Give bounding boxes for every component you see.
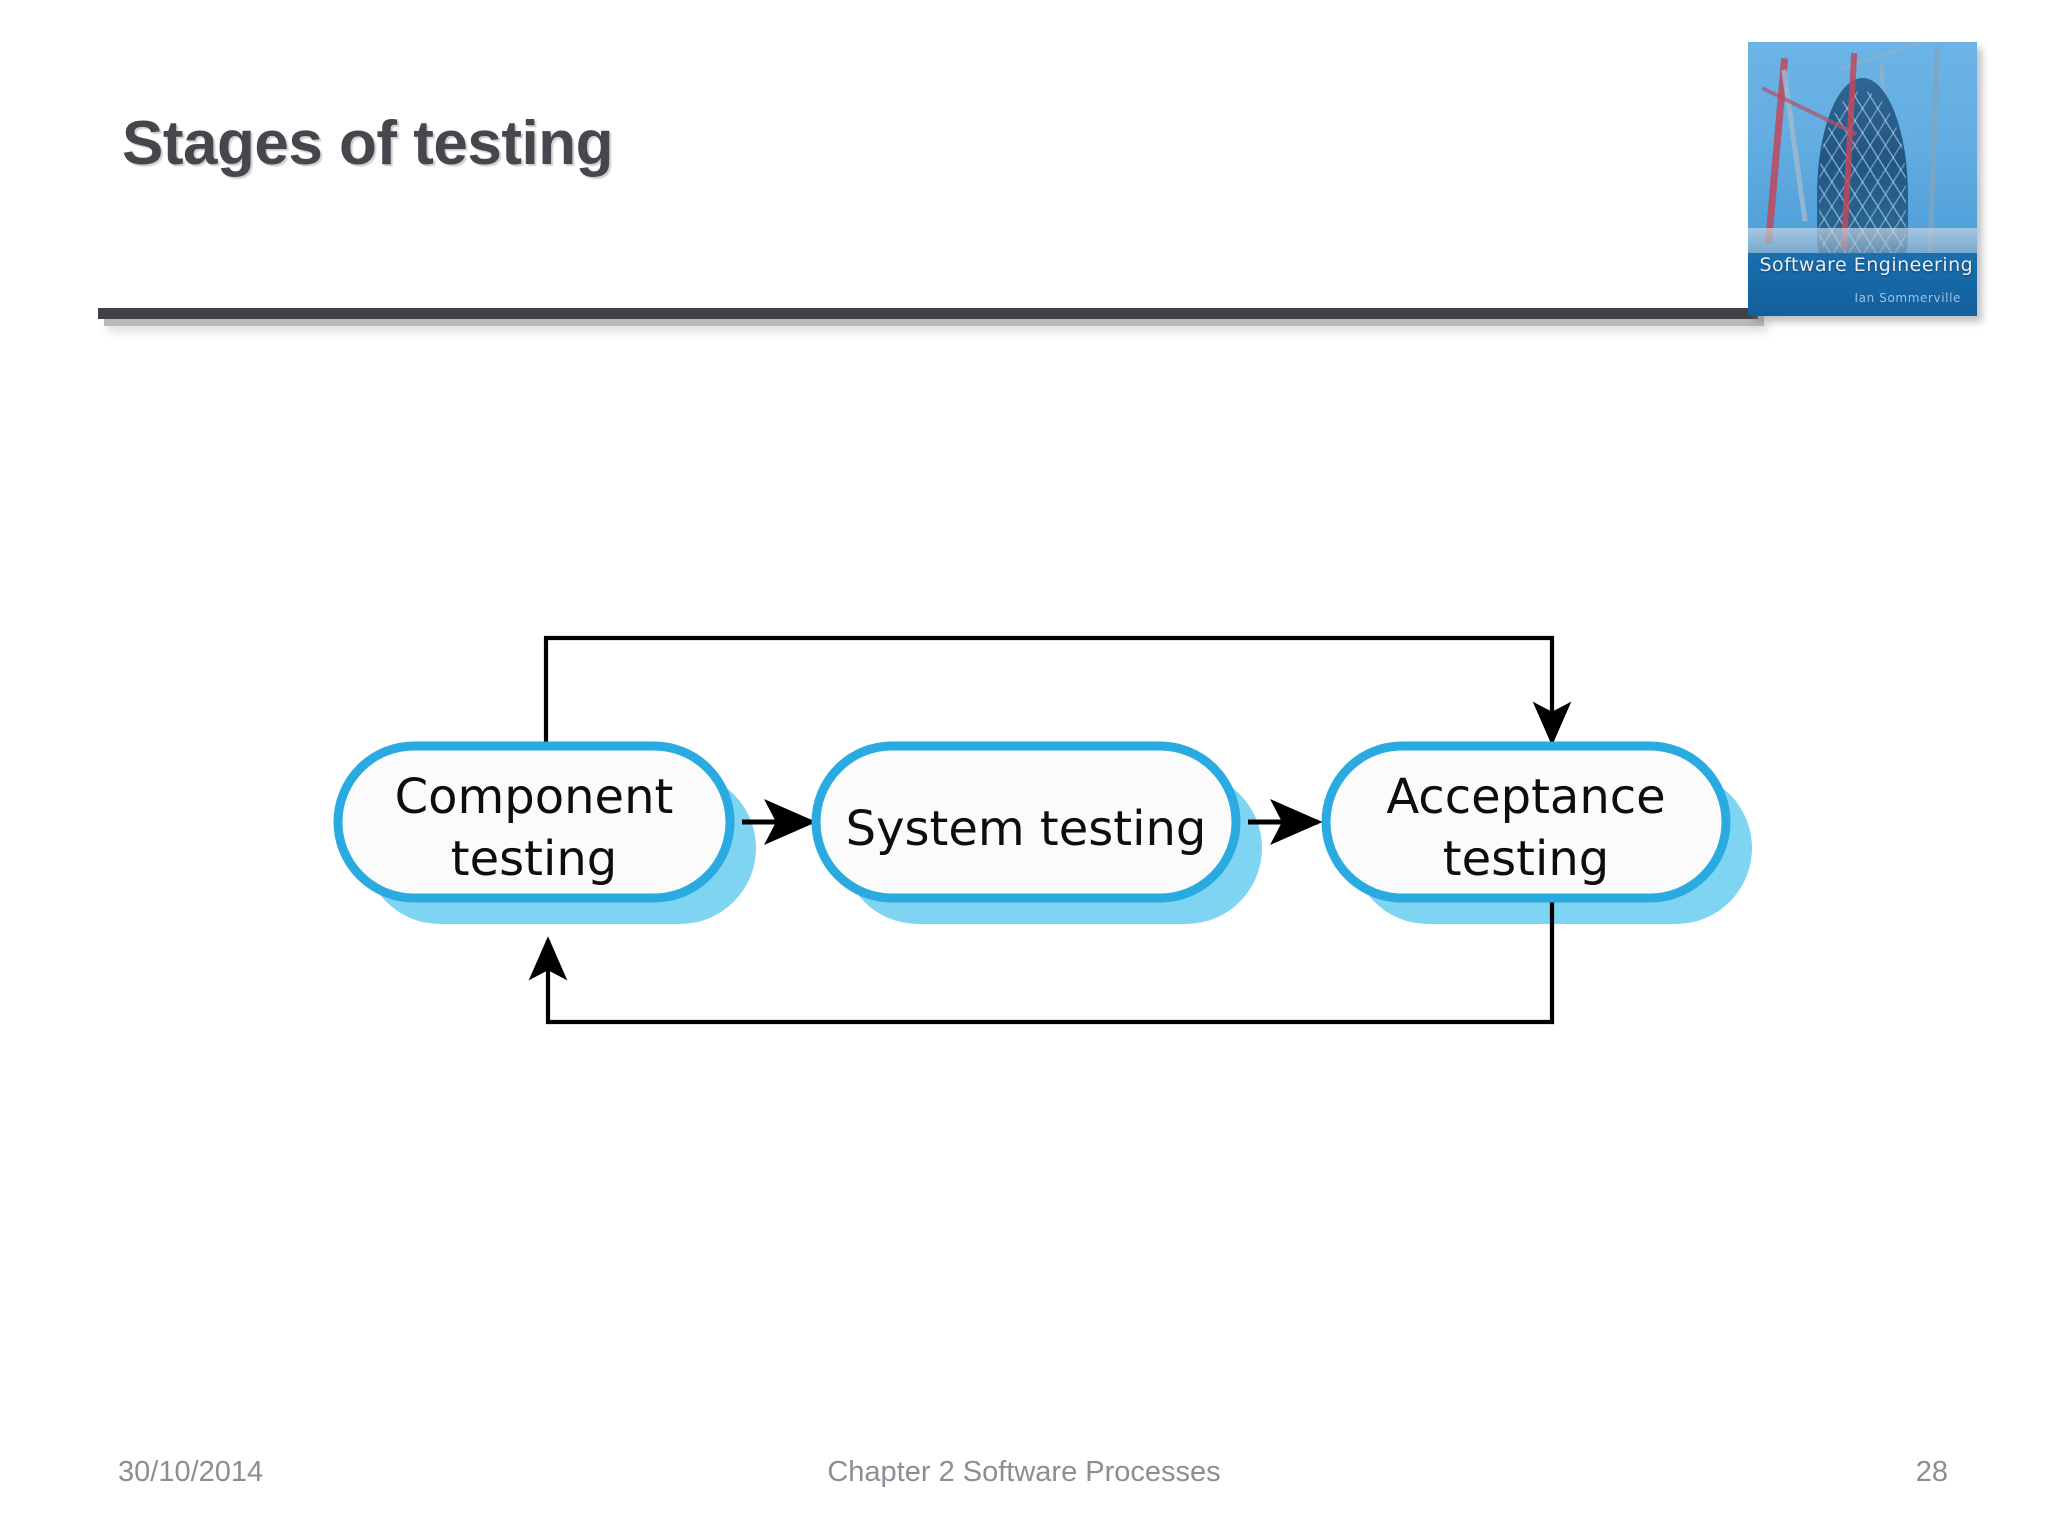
page-title: Stages of testing [122, 109, 614, 178]
footer-date: 30/10/2014 [118, 1456, 264, 1488]
node-acceptance-testing: Acceptance testing [1321, 741, 1731, 903]
node-component-line2: testing [451, 831, 617, 887]
title-divider [98, 308, 1758, 319]
node-component-line1: Component [395, 769, 674, 825]
node-acceptance-line2: testing [1443, 831, 1609, 887]
book-cover-author: Ian Sommerville [1854, 291, 1961, 306]
edge-feedback-top [543, 635, 1572, 830]
book-cover-band [1748, 252, 1977, 316]
footer-chapter-label: Chapter 2 Software Processes [827, 1456, 1221, 1488]
node-shadows [364, 772, 1752, 924]
node-acceptance-line1: Acceptance [1386, 769, 1665, 825]
footer-page-number: 28 [1915, 1456, 1948, 1488]
edge-feedback-bottom [528, 880, 1555, 1025]
book-cover-image: Software Engineering Ian Sommerville [1748, 42, 1977, 316]
node-system-testing: System testing [811, 741, 1241, 903]
node-component-testing: Component testing [333, 741, 735, 903]
book-cover-title: Software Engineering [1759, 254, 1974, 277]
book-cover-horizon [1748, 228, 1977, 253]
node-system-line1: System testing [846, 801, 1207, 857]
